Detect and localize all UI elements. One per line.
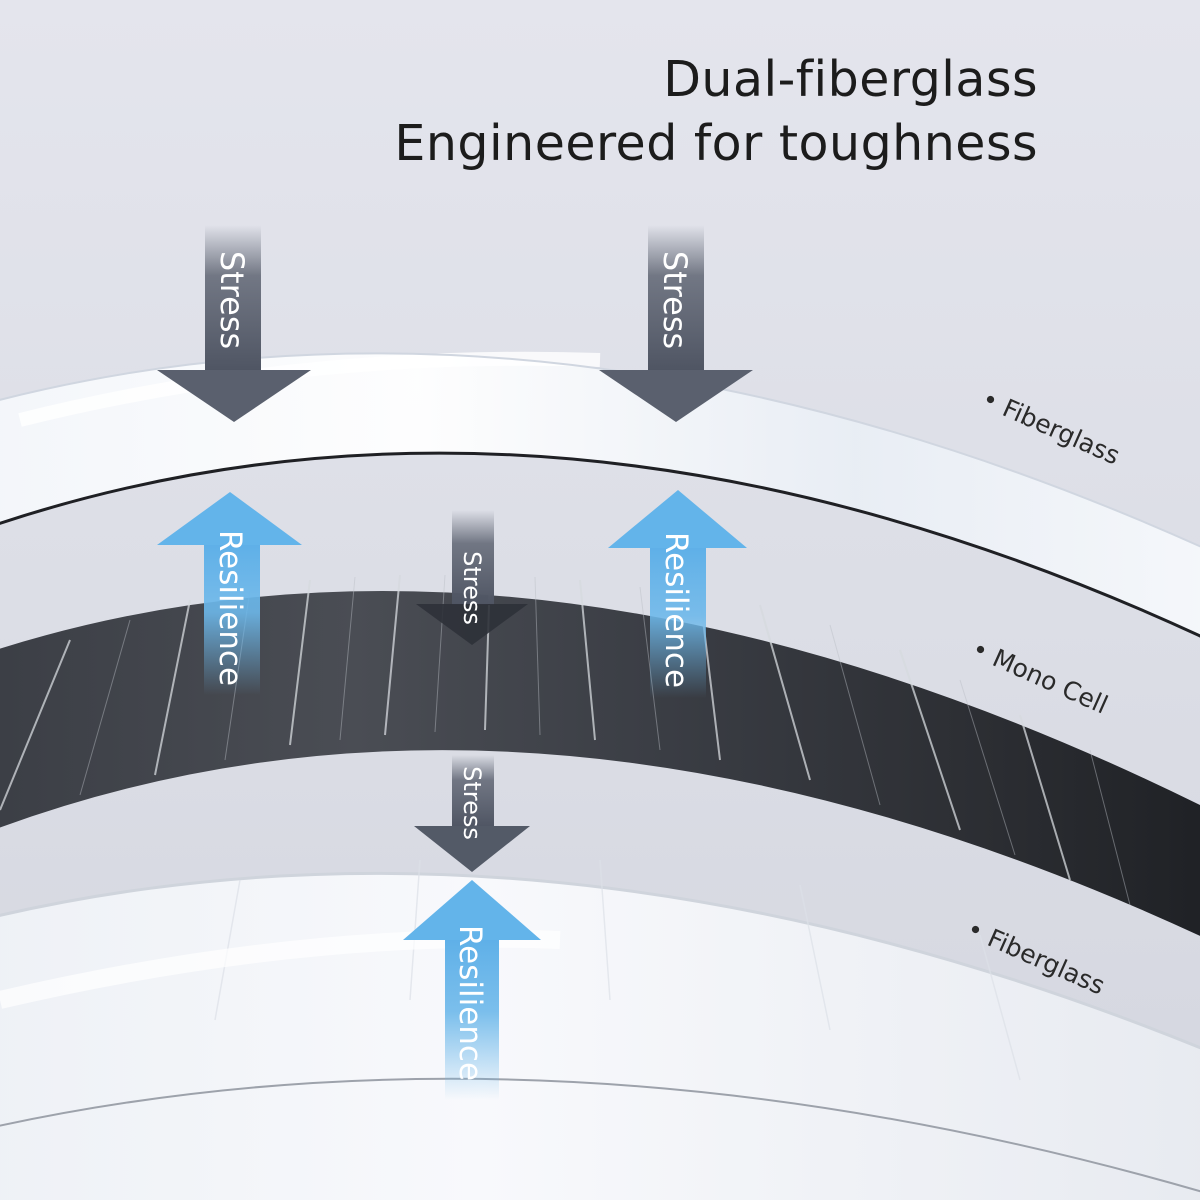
fiberglass-bottom-layer bbox=[0, 859, 1200, 1200]
stress-label-lower: Stress bbox=[458, 766, 486, 840]
arrow-down-icon bbox=[452, 755, 494, 827]
mono-cell-layer bbox=[0, 574, 1200, 936]
stress-label-middle: Stress bbox=[458, 551, 486, 625]
title-line-2: Engineered for toughness bbox=[394, 115, 1038, 172]
title-line-1: Dual-fiberglass bbox=[663, 51, 1038, 108]
resilience-label-left: Resilience bbox=[212, 530, 248, 686]
stress-arrow-lower: Stress bbox=[414, 755, 530, 872]
arrow-down-icon bbox=[648, 225, 704, 370]
stress-label-left: Stress bbox=[213, 251, 251, 349]
resilience-arrow-right: Resilience bbox=[608, 490, 747, 698]
resilience-label-right: Resilience bbox=[658, 532, 694, 688]
stress-arrow-left: Stress bbox=[157, 225, 311, 422]
stress-label-right: Stress bbox=[656, 251, 694, 349]
arrow-up-icon bbox=[608, 490, 747, 548]
arrow-up-icon bbox=[157, 492, 302, 545]
arrow-up-icon bbox=[403, 880, 541, 940]
resilience-arrow-left: Resilience bbox=[157, 492, 302, 695]
stress-arrow-right: Stress bbox=[599, 225, 753, 422]
arrow-down-icon bbox=[205, 225, 261, 370]
arrow-down-icon bbox=[452, 510, 494, 605]
stress-arrow-middle: Stress bbox=[416, 510, 528, 645]
resilience-label-lower: Resilience bbox=[452, 925, 488, 1081]
resilience-arrow-lower: Resilience bbox=[403, 880, 541, 1100]
page-title: Dual-fiberglass Engineered for toughness bbox=[394, 48, 1038, 176]
